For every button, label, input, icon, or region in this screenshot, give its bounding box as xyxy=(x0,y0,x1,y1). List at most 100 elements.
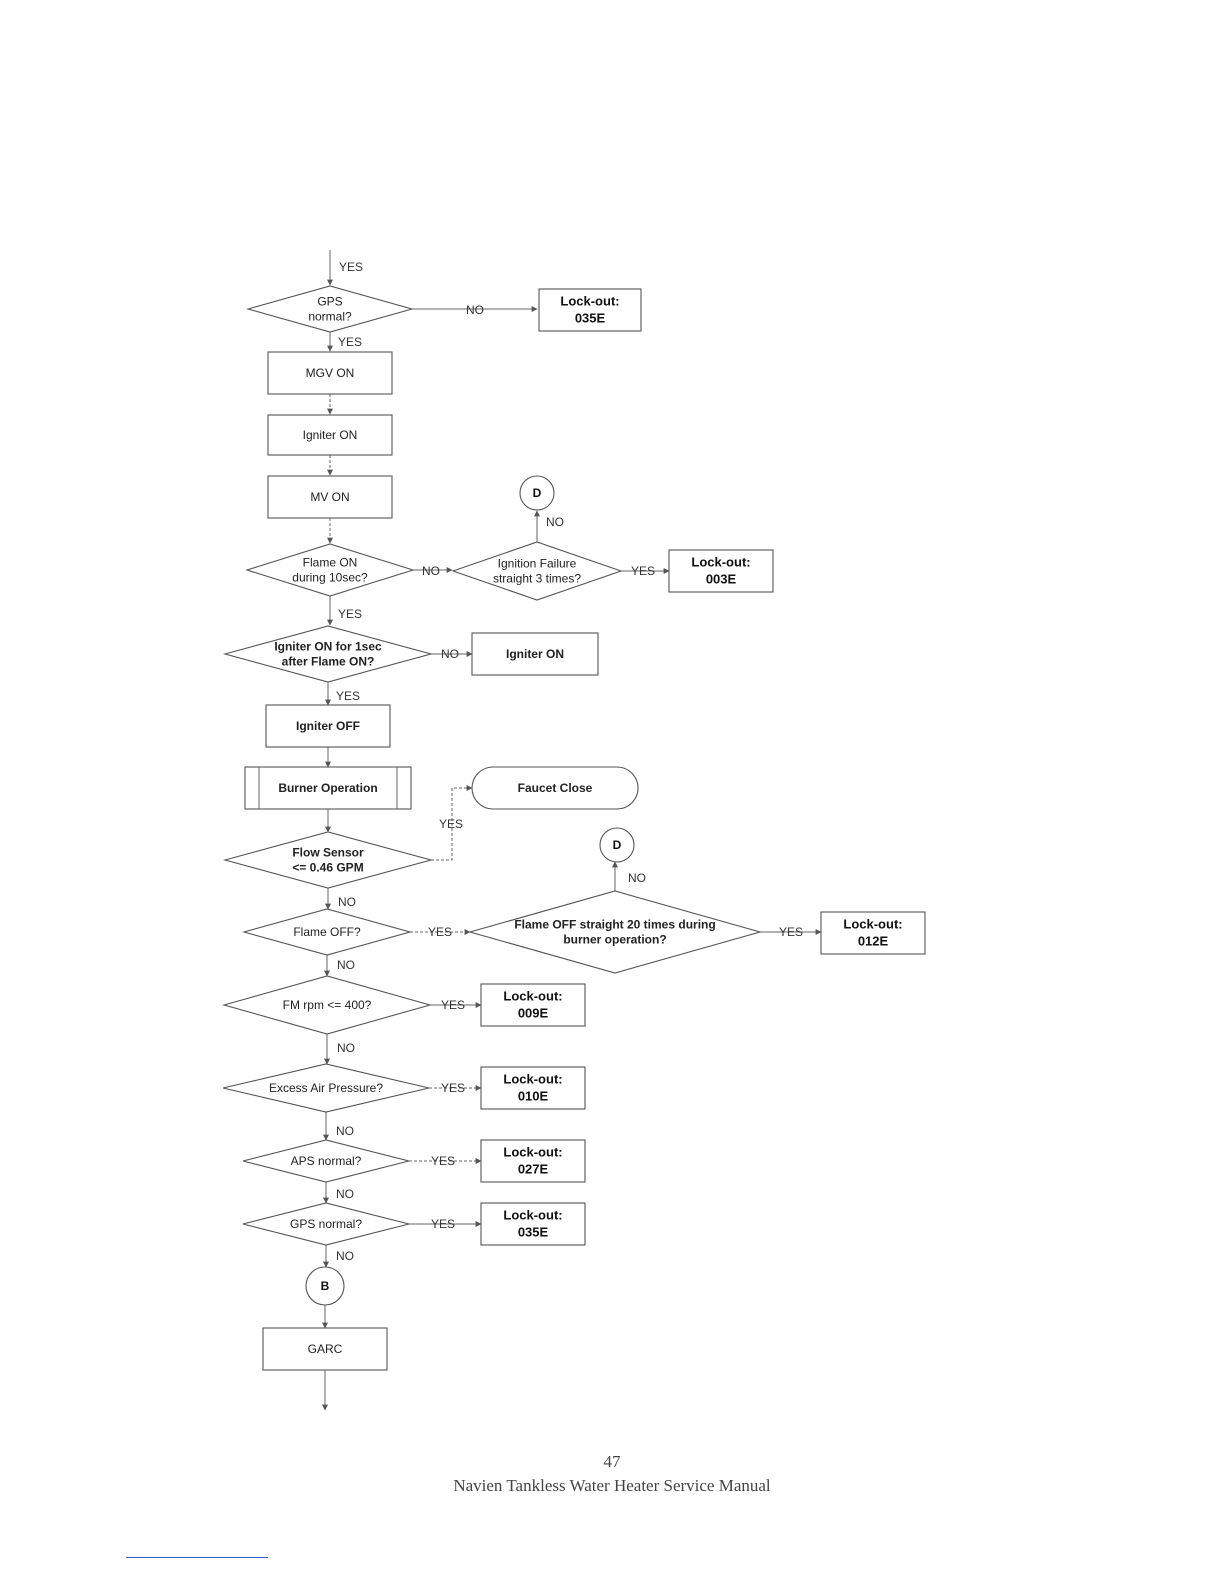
node-text: 035E xyxy=(518,1225,549,1240)
node-text: APS normal? xyxy=(291,1154,362,1168)
node-mgv-on: MGV ON xyxy=(267,351,393,395)
node-text: 010E xyxy=(518,1089,549,1104)
node-faucet-close: Faucet Close xyxy=(471,766,639,810)
node-text: Igniter ON xyxy=(506,647,564,661)
edge-label: NO xyxy=(337,1041,355,1055)
edge-label: YES xyxy=(441,1081,465,1095)
node-text: 035E xyxy=(575,311,606,326)
node-text: Burner Operation xyxy=(278,781,377,795)
node-text: normal? xyxy=(308,310,352,324)
edge-label: NO xyxy=(337,958,355,972)
node-lockout-003e: Lock-out: 003E xyxy=(668,549,774,593)
edge-label: NO xyxy=(336,1124,354,1138)
node-lockout-035e-2: Lock-out: 035E xyxy=(480,1202,586,1246)
edge-label: NO xyxy=(336,1249,354,1263)
edge-label: NO xyxy=(441,647,459,661)
edge-label: NO xyxy=(338,895,356,909)
node-text: Faucet Close xyxy=(518,781,593,795)
node-text: Lock-out: xyxy=(691,555,750,570)
node-fm-rpm: FM rpm <= 400? xyxy=(221,975,433,1035)
edge-label: YES xyxy=(431,1217,455,1231)
node-flow-sensor: Flow Sensor<= 0.46 GPM xyxy=(222,831,434,889)
node-text: FM rpm <= 400? xyxy=(283,998,372,1012)
node-lockout-009e: Lock-out: 009E xyxy=(480,983,586,1027)
edge-label: NO xyxy=(336,1187,354,1201)
edge-label: YES xyxy=(336,689,360,703)
node-lockout-010e: Lock-out: 010E xyxy=(480,1066,586,1110)
node-text: Lock-out: xyxy=(503,1072,562,1087)
node-flame-off-20: Flame OFF straight 20 times duringburner… xyxy=(467,890,763,974)
node-text: GARC xyxy=(308,1342,343,1356)
edge-label: NO xyxy=(546,515,564,529)
node-text: Flame OFF? xyxy=(293,925,361,939)
node-text: D xyxy=(533,486,542,500)
node-text: Ignition Failure xyxy=(498,557,577,571)
node-igniter-off: Igniter OFF xyxy=(265,704,391,748)
edge-label: YES xyxy=(338,335,362,349)
node-text: after Flame ON? xyxy=(282,655,375,669)
node-text: MGV ON xyxy=(306,366,355,380)
node-text: 027E xyxy=(518,1162,549,1177)
node-text: during 10sec? xyxy=(292,571,368,585)
node-text: 012E xyxy=(858,934,889,949)
node-excess-air: Excess Air Pressure? xyxy=(222,1063,430,1113)
node-lockout-035e-1: Lock-out: 035E xyxy=(538,288,642,332)
edge-label: YES xyxy=(779,925,803,939)
node-flame-off: Flame OFF? xyxy=(241,908,413,956)
node-text: GPS xyxy=(317,295,342,309)
node-igniter-on-1: Igniter ON xyxy=(267,414,393,456)
node-aps-normal: APS normal? xyxy=(242,1139,410,1183)
edge-flow-yes xyxy=(431,785,473,861)
edge-label: NO xyxy=(628,871,646,885)
node-text: Lock-out: xyxy=(503,989,562,1004)
edge-label: YES xyxy=(439,817,463,831)
node-gps-normal-2: GPS normal? xyxy=(242,1202,410,1246)
node-text: Lock-out: xyxy=(503,1208,562,1223)
flowchart-edges xyxy=(322,250,822,1411)
node-text: Igniter ON xyxy=(303,428,358,442)
node-text: burner operation? xyxy=(563,933,666,947)
edge-label: YES xyxy=(431,1154,455,1168)
node-text: 003E xyxy=(706,572,737,587)
node-connector-b: B xyxy=(305,1266,345,1306)
node-text: Lock-out: xyxy=(503,1145,562,1160)
page-number: 47 xyxy=(603,1452,621,1471)
node-text: D xyxy=(613,838,622,852)
node-connector-d-2: D xyxy=(599,827,635,863)
edge-label: NO xyxy=(466,303,484,317)
node-text: Flame ON xyxy=(303,556,358,570)
node-text: Flow Sensor xyxy=(292,846,364,860)
edge-label: YES xyxy=(338,607,362,621)
node-text: B xyxy=(321,1279,330,1293)
manual-title: Navien Tankless Water Heater Service Man… xyxy=(453,1476,771,1495)
node-text: 009E xyxy=(518,1006,549,1021)
node-text: MV ON xyxy=(310,490,349,504)
edge-label: NO xyxy=(422,564,440,578)
footer-rule xyxy=(126,1557,268,1558)
node-text: <= 0.46 GPM xyxy=(292,861,363,875)
edge-label: YES xyxy=(428,925,452,939)
edge-label: YES xyxy=(441,998,465,1012)
edge-label: YES xyxy=(339,260,363,274)
node-text: straight 3 times? xyxy=(493,572,581,586)
node-text: GPS normal? xyxy=(290,1217,362,1231)
node-lockout-027e: Lock-out: 027E xyxy=(480,1139,586,1183)
node-garc: GARC xyxy=(262,1327,388,1371)
node-text: Flame OFF straight 20 times during xyxy=(514,918,715,932)
node-mv-on: MV ON xyxy=(267,475,393,519)
node-text: Lock-out: xyxy=(560,294,619,309)
node-igniter-on-2: Igniter ON xyxy=(471,632,599,676)
node-connector-d-1: D xyxy=(519,475,555,511)
node-text: Igniter ON for 1sec xyxy=(274,640,382,654)
node-text: Excess Air Pressure? xyxy=(269,1081,383,1095)
edge-label: YES xyxy=(631,564,655,578)
node-lockout-012e: Lock-out:012E xyxy=(820,911,926,955)
node-text: Igniter OFF xyxy=(296,719,360,733)
flowchart-edge-labels: YES NO YES NO NO YES YES NO YES YES NO YES NO YES NO YE… xyxy=(336,260,803,1263)
